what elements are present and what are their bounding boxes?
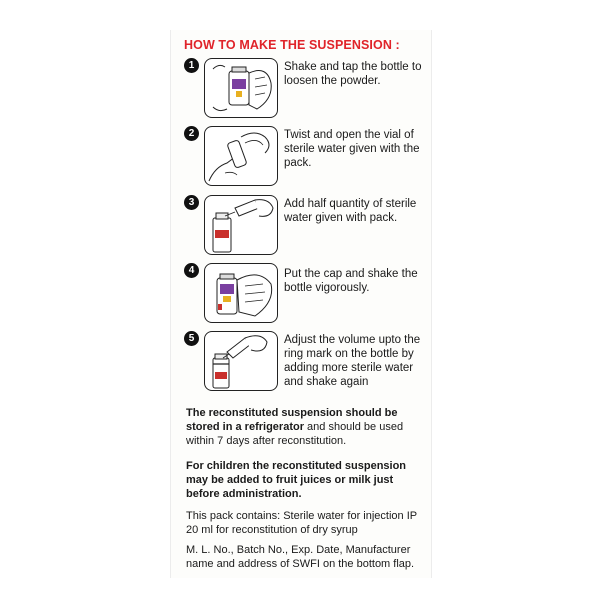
step-number-badge: 2 [184,126,199,141]
step-number-badge: 5 [184,331,199,346]
children-note: For children the reconstituted suspensio… [186,460,407,500]
storage-instructions: The reconstituted suspension should be s… [186,406,424,448]
pack-contents: This pack contains: Sterile water for in… [186,510,417,536]
footer-note: M. L. No., Batch No., Exp. Date, Manufac… [186,544,415,570]
step-instruction: Put the cap and shake the bottle vigorou… [284,268,418,294]
open-vial-illustration [204,126,278,186]
step-2: 2 Twist and open the vial of sterile wat… [184,126,424,188]
step-instruction: Adjust the volume upto the ring mark on … [284,334,421,388]
shake-capped-bottle-illustration [204,263,278,323]
step-number-badge: 4 [184,263,199,278]
step-number-badge: 1 [184,58,199,73]
step-instruction: Twist and open the vial of sterile water… [284,129,420,169]
step-5: 5 Adjust the volume upto the ring mark o… [184,331,424,393]
page-title: HOW TO MAKE THE SUSPENSION : [184,38,400,52]
storage-text: and should be used within 7 days after r… [186,421,404,447]
storage-bold-text: The reconstituted suspension should be s… [186,407,398,433]
step-3: 3 Add half quantity of sterile water giv… [184,195,424,257]
step-1: 1 Shake and tap the bottle to loosen the… [184,58,424,120]
step-4: 4 Put the cap and shake the bottle vigor… [184,263,424,325]
add-water-illustration [204,195,278,255]
step-instruction: Shake and tap the bottle to loosen the p… [284,61,422,87]
step-instruction: Add half quantity of sterile water given… [284,198,417,224]
adjust-volume-illustration [204,331,278,391]
step-number-badge: 3 [184,195,199,210]
shake-bottle-illustration [204,58,278,118]
